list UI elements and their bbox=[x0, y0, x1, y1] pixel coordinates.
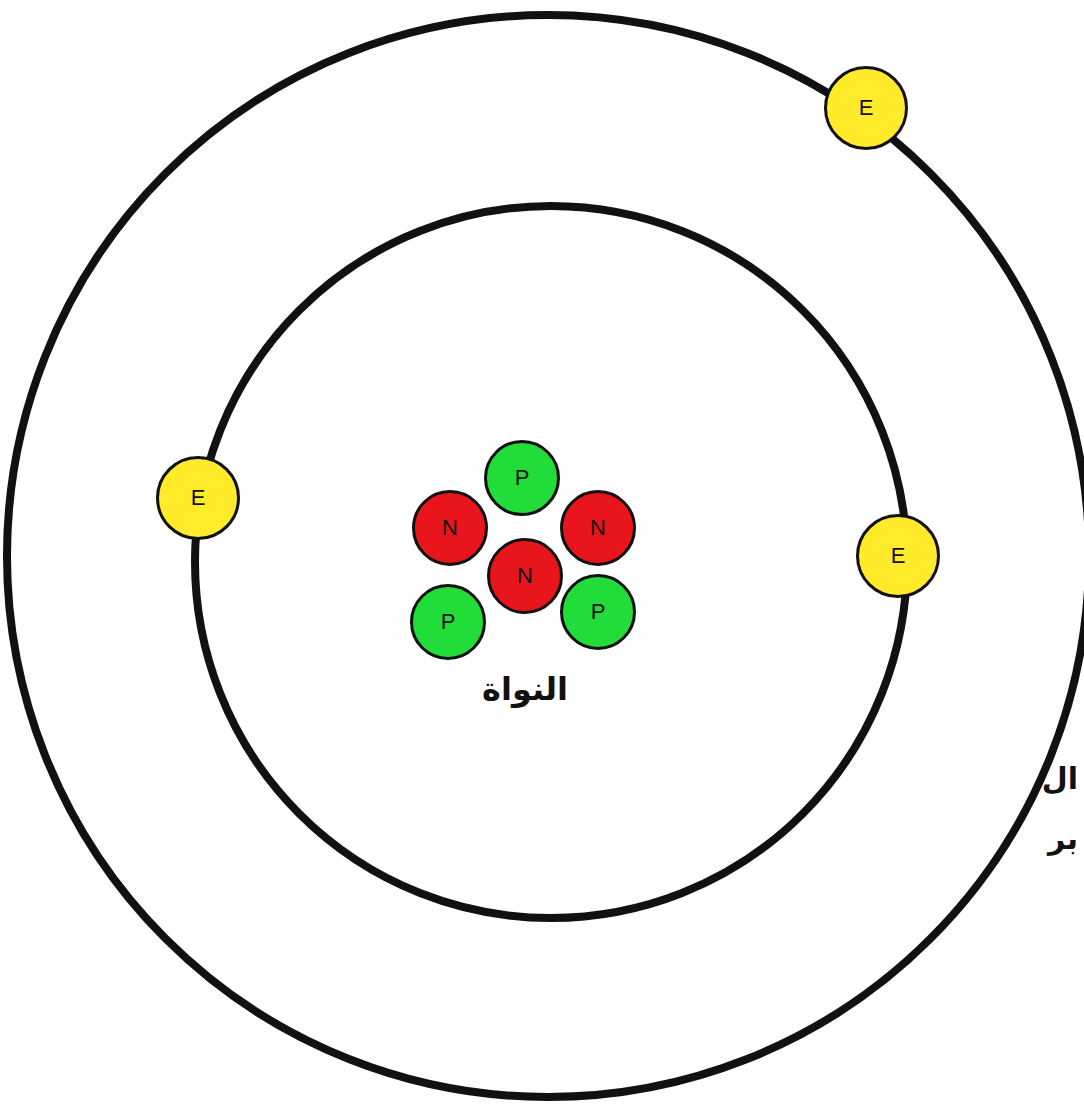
proton-circle: P bbox=[410, 584, 486, 660]
particle-letter: N bbox=[560, 490, 636, 566]
particle-letter: N bbox=[412, 490, 488, 566]
electron-circle: E bbox=[856, 514, 940, 598]
proton-circle: P bbox=[560, 574, 636, 650]
electron-circle: E bbox=[824, 66, 908, 150]
neutron-circle: N bbox=[487, 538, 563, 614]
particle-letter: N bbox=[487, 538, 563, 614]
electron-circle: E bbox=[156, 456, 240, 540]
neutron-circle: N bbox=[560, 490, 636, 566]
particle-letter: P bbox=[410, 584, 486, 660]
proton-circle: P bbox=[484, 440, 560, 516]
nucleus-label: النواة bbox=[482, 672, 568, 707]
neutron-circle: N bbox=[412, 490, 488, 566]
particle-letter: P bbox=[484, 440, 560, 516]
particle-letter: E bbox=[824, 66, 908, 150]
inner-orbit bbox=[195, 206, 907, 918]
cut-label: ال bbox=[1042, 762, 1078, 795]
particle-letter: E bbox=[156, 456, 240, 540]
particle-letter: P bbox=[560, 574, 636, 650]
particle-letter: E bbox=[856, 514, 940, 598]
outer-orbit bbox=[7, 15, 1084, 1097]
cut-label: بر bbox=[1048, 822, 1078, 855]
